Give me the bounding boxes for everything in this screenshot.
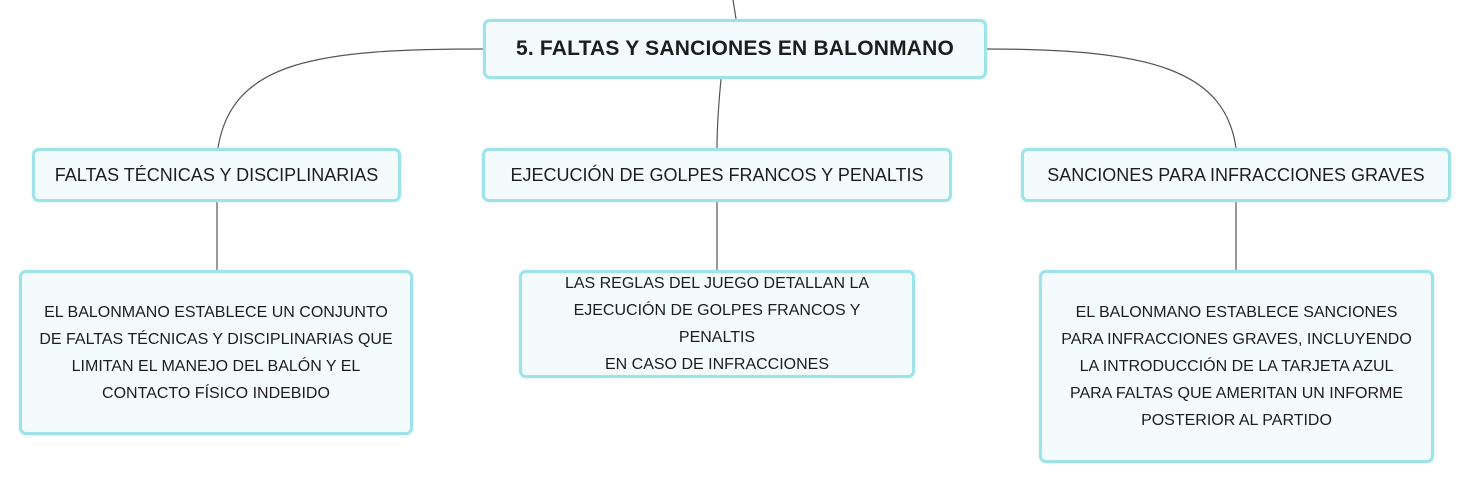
connector-root-to-topic-3 — [986, 48, 1237, 149]
detail-text: EL BALONMANO ESTABLECE UN CONJUNTO DE FA… — [39, 299, 392, 407]
detail-line: LAS REGLAS DEL JUEGO DETALLAN LA — [564, 275, 870, 292]
detail-text: LAS REGLAS DEL JUEGO DETALLAN LA EJECUCI… — [534, 270, 900, 378]
detail-golpes-francos[interactable]: LAS REGLAS DEL JUEGO DETALLAN LA EJECUCI… — [519, 270, 915, 378]
detail-line: EL BALONMANO ESTABLECE SANCIONES — [1075, 304, 1398, 321]
topic-label: SANCIONES PARA INFRACCIONES GRAVES — [1047, 164, 1425, 185]
detail-line: PARA FALTAS QUE AMERITAN UN INFORME — [1069, 385, 1404, 402]
detail-line: EJECUCIÓN DE GOLPES FRANCOS Y PENALTIS — [573, 302, 861, 346]
root-topic-label: 5. FALTAS Y SANCIONES EN BALONMANO — [515, 37, 955, 60]
detail-line: POSTERIOR AL PARTIDO — [1141, 412, 1332, 429]
detail-line: LIMITAN EL MANEJO DEL BALÓN Y EL — [71, 357, 361, 375]
detail-text: EL BALONMANO ESTABLECE SANCIONES PARA IN… — [1061, 299, 1412, 434]
topic-label: FALTAS TÉCNICAS Y DISCIPLINARIAS — [54, 164, 379, 185]
root-topic[interactable]: 5. FALTAS Y SANCIONES EN BALONMANO — [483, 19, 987, 79]
connector-parent-to-root — [732, 0, 737, 20]
detail-line: EL BALONMANO ESTABLECE UN CONJUNTO — [44, 303, 388, 321]
detail-faltas-tecnicas[interactable]: EL BALONMANO ESTABLECE UN CONJUNTO DE FA… — [19, 270, 413, 435]
detail-line: DE FALTAS TÉCNICAS Y DISCIPLINARIAS QUE — [39, 330, 393, 348]
topic-label: EJECUCIÓN DE GOLPES FRANCOS Y PENALTIS — [510, 164, 924, 185]
detail-line: EN CASO DE INFRACCIONES — [604, 356, 830, 373]
topic-sanciones-graves[interactable]: SANCIONES PARA INFRACCIONES GRAVES — [1021, 148, 1451, 202]
detail-line: LA INTRODUCCIÓN DE LA TARJETA AZUL — [1079, 358, 1394, 375]
detail-line: PARA INFRACCIONES GRAVES, INCLUYENDO — [1061, 331, 1412, 348]
connector-root-to-topic-1 — [217, 48, 484, 149]
topic-faltas-tecnicas[interactable]: FALTAS TÉCNICAS Y DISCIPLINARIAS — [32, 148, 401, 202]
topic-golpes-francos[interactable]: EJECUCIÓN DE GOLPES FRANCOS Y PENALTIS — [482, 148, 952, 202]
detail-line: CONTACTO FÍSICO INDEBIDO — [102, 384, 330, 402]
detail-sanciones-graves[interactable]: EL BALONMANO ESTABLECE SANCIONES PARA IN… — [1039, 270, 1434, 463]
connector-root-to-topic-2 — [716, 78, 722, 149]
